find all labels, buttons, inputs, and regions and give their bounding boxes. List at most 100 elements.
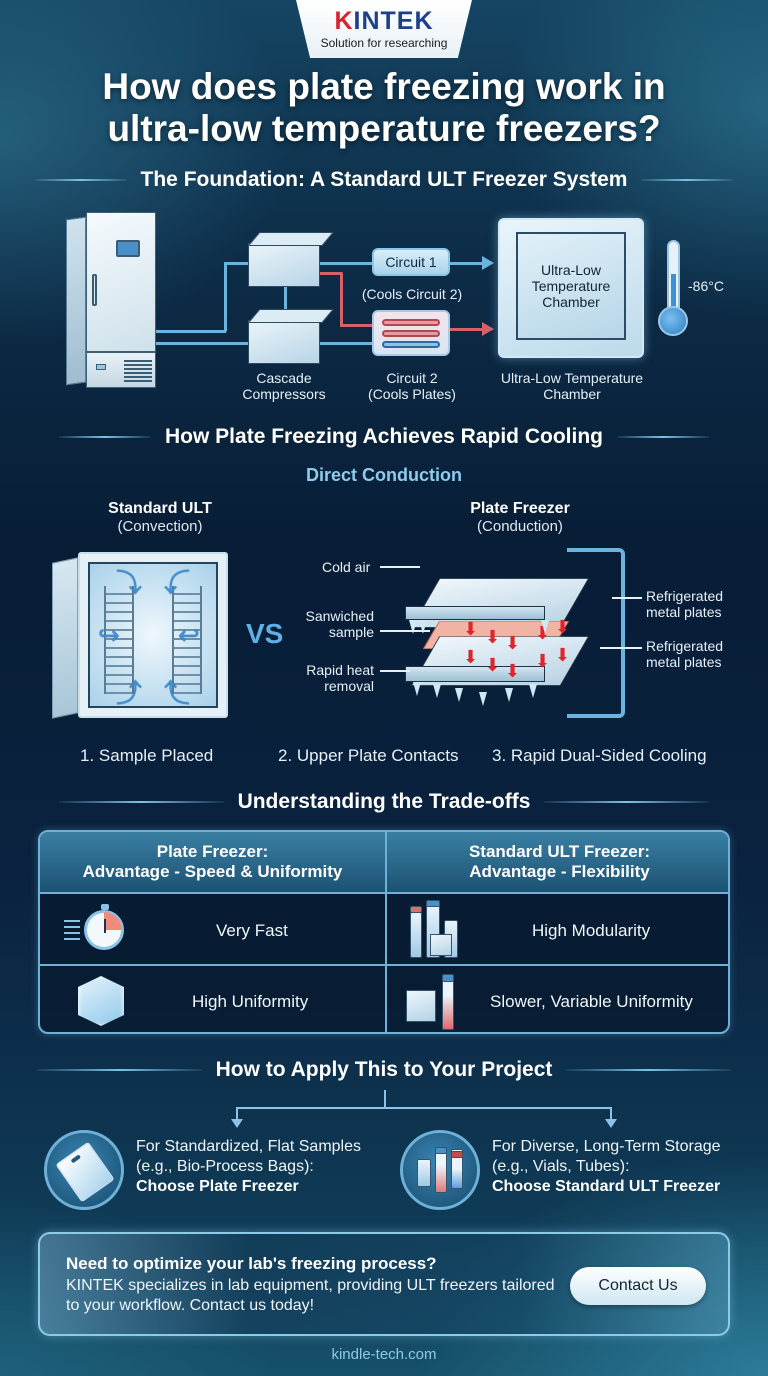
versus-label: VS [246,618,284,649]
compressor-icon [248,320,320,364]
pipe-line-hot [320,272,342,275]
tree-connector [236,1107,238,1121]
column-header-line: Advantage - Speed & Uniformity [82,862,343,881]
icicle-icon [541,620,549,634]
shelf-rack-icon [172,586,202,694]
pipe-line-hot [340,272,343,326]
callout-line [380,670,410,672]
section-heading-foundation: The Foundation: A Standard ULT Freezer S… [0,168,768,192]
tree-connector [236,1107,612,1109]
airflow-arrow-icon: ↪ [178,620,200,650]
callout-plates-bottom: Refrigerated metal plates [646,638,723,670]
section-heading-tradeoffs: Understanding the Trade-offs [0,790,768,814]
heading-rule [544,801,710,803]
callout-line [612,597,642,599]
callout-line-text: removal [324,678,374,694]
pipe-line [156,330,226,333]
logo-k: K [334,7,354,35]
title-line-2: ultra-low temperature freezers? [107,108,661,149]
heat-arrow-icon: ⬇ [535,651,551,671]
chamber-label: Ultra-Low Temperature Chamber [486,370,658,402]
pipe-line [224,262,248,265]
heat-arrow-icon: ⬇ [485,627,501,647]
vent-icon [124,360,152,382]
footer-website-link[interactable]: kindle-tech.com [331,1346,437,1363]
bio-bag-icon [44,1130,124,1210]
callout-plates-top: Refrigerated metal plates [646,588,723,620]
circuit-2-coil-icon [372,310,450,356]
callout-line-text: metal plates [646,654,722,670]
title-line-1: How does plate freezing work in [102,66,666,107]
callout-line [380,566,420,568]
heat-arrow-icon: ⬇ [555,617,571,637]
tradeoffs-table: Plate Freezer: Advantage - Speed & Unifo… [38,830,730,1034]
chamber-label-line: Chamber [543,386,601,402]
column-header-standard-ult: Standard ULT Freezer: Advantage - Flexib… [387,842,728,882]
page-title: How does plate freezing work in ultra-lo… [0,66,768,150]
airflow-arrow-icon: ⤵ [116,676,143,706]
ult-chamber-icon: Ultra-Low Temperature Chamber [498,218,644,358]
heading-text: The Foundation: A Standard ULT Freezer S… [140,168,628,191]
apply-option-standard: For Diverse, Long-Term Storage (e.g., Vi… [492,1137,721,1197]
standard-ult-title: Standard ULT (Convection) [60,500,260,535]
heat-arrow-icon: ⬇ [485,655,501,675]
standard-ult-subtitle: (Convection) [117,518,203,535]
box-tube-icon [406,972,460,1030]
arrow-down-icon [231,1119,243,1128]
convection-cabinet-icon: ⤵ ⤵ ↪ ↪ ⤵ ⤵ [52,552,228,722]
tree-connector [610,1107,612,1121]
column-header-line: Plate Freezer: [156,842,269,861]
cta-banner: Need to optimize your lab's freezing pro… [38,1232,730,1336]
plate-freezer-diagram: ⬇ ⬇ ⬇ ⬇ ⬇ ⬇ ⬇ ⬇ ⬇ ⬇ [405,548,635,728]
logo-badge[interactable]: KINTEK Solution for researching [296,0,472,58]
airflow-arrow-icon: ⤵ [164,676,191,706]
callout-line [600,647,642,649]
circuit-1-label: Circuit 1 [385,254,437,270]
icicle-icon [413,682,421,696]
arrow-right-icon [482,256,494,270]
circuit-2-label-line: Circuit 2 [386,370,438,386]
standard-ult-title-text: Standard ULT [108,500,212,517]
step-3-label: 3. Rapid Dual-Sided Cooling [492,746,707,765]
callout-cold-air: Cold air [322,559,371,575]
plate-freezer-title-text: Plate Freezer [470,500,570,517]
tree-connector [384,1090,386,1108]
chamber-inner-line: Ultra-Low [541,262,601,278]
speed-lines-icon [64,920,80,940]
logo-rest: INTEK [353,7,434,35]
pipe-line-hot [450,328,484,331]
heading-rule [616,436,709,438]
compressor-label: Cascade Compressors [232,370,336,402]
apply-option-plate: For Standardized, Flat Samples (e.g., Bi… [136,1137,361,1197]
section-heading-apply: How to Apply This to Your Project [0,1058,768,1082]
display-screen-icon [116,240,140,257]
callout-line-text: Refrigerated [646,638,724,654]
heading-text: How Plate Freezing Achieves Rapid Coolin… [165,425,603,448]
heading-rule [641,179,734,181]
callout-line-text: Refrigerated [646,588,724,604]
contact-us-button[interactable]: Contact Us [570,1267,706,1305]
heading-text: Understanding the Trade-offs [237,790,531,813]
icicle-icon [433,684,441,698]
circuit-2-label: Circuit 2 (Cools Plates) [356,370,468,402]
table-cell-text: Very Fast [216,921,288,940]
apply-option-line: For Diverse, Long-Term Storage [492,1138,721,1155]
apply-option-line: For Standardized, Flat Samples [136,1138,361,1155]
callout-heat-removal: Rapid heat removal [300,662,374,694]
callout-line-text: Rapid heat [306,662,374,678]
column-header-plate-freezer: Plate Freezer: Advantage - Speed & Unifo… [40,842,385,882]
heat-arrow-icon: ⬇ [463,619,479,639]
step-2-label: 2. Upper Plate Contacts [278,746,459,765]
chamber-inner-line: Temperature [531,278,611,294]
icicle-icon [505,688,513,702]
icicle-icon [409,620,417,634]
apply-option-line: (e.g., Vials, Tubes): [492,1158,630,1175]
heading-text: How to Apply This to Your Project [215,1058,553,1081]
heading-rule [58,801,224,803]
logo-tagline: Solution for researching [320,36,448,50]
stopwatch-icon [84,904,124,950]
logo-wordmark: KINTEK [334,8,433,34]
compressor-label-line: Compressors [242,386,326,402]
heading-rule [34,179,127,181]
door-handle-icon [92,274,97,306]
